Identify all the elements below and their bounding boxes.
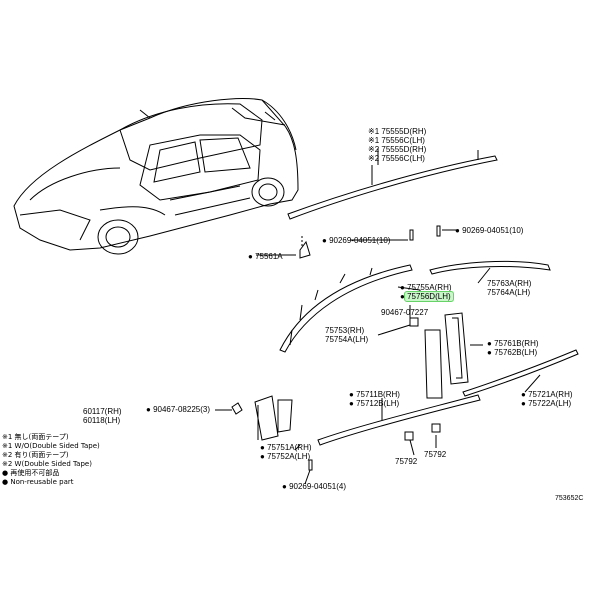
label-75756d-lh: ● 75756D(LH) xyxy=(400,291,454,302)
label-75712b-lh: ● 75712B(LH) xyxy=(349,399,400,408)
figure-reference: 753652C xyxy=(555,495,584,502)
label-75792-b: 75792 xyxy=(424,450,447,459)
label-clip-top: ● 90269-04051(10) xyxy=(455,226,524,235)
car-illustration xyxy=(13,98,299,255)
legend-note-2-en: ※2 W(Double Sided Tape) xyxy=(2,460,92,468)
label-75561a: ● 75561A xyxy=(248,252,283,261)
label-clip-bottom: ● 90269-04051(4) xyxy=(282,482,346,491)
label-75764a-lh: 75764A(LH) xyxy=(487,288,531,297)
legend-note-1: ※1 無し(両面テープ) xyxy=(2,433,69,441)
label-75763a-rh: 75763A(RH) xyxy=(487,279,532,288)
label-75761b-rh: ● 75761B(RH) xyxy=(487,339,539,348)
label-clip-mid: ● 90269-04051(10) xyxy=(322,236,391,245)
label-60117-rh: 60117(RH) xyxy=(83,407,122,416)
label-screw: 90467-07227 xyxy=(381,308,429,317)
label-75752a-lh: ● 75752A(LH) xyxy=(260,452,311,461)
label-75762b-lh: ● 75762B(LH) xyxy=(487,348,538,357)
legend-non-reusable: ● 再使用不可部品 xyxy=(2,469,60,477)
label-75754a-lh: 75754A(LH) xyxy=(325,335,369,344)
legend-non-reusable-en: ● Non-reusable part xyxy=(2,478,74,486)
label-75556c-lh-1: ※1 75556C(LH) xyxy=(368,136,425,145)
label-75711b-rh: ● 75711B(RH) xyxy=(349,390,400,399)
label-75555d-rh-1: ※1 75555D(RH) xyxy=(368,127,427,136)
highlighted-part: 75756D(LH) xyxy=(404,291,454,302)
label-75722a-lh: ● 75722A(LH) xyxy=(521,399,572,408)
label-75753-rh: 75753(RH) xyxy=(325,326,365,335)
label-75755a-rh: ● 75755A(RH) xyxy=(400,283,452,292)
legend-note-2: ※2 有り(両面テープ) xyxy=(2,451,69,459)
label-75751a-rh: ● 75751A(RH) xyxy=(260,443,312,452)
label-60118-lh: 60118(LH) xyxy=(83,416,121,425)
legend-note-1-en: ※1 W/O(Double Sided Tape) xyxy=(2,442,100,450)
label-75555d-rh-2: ※2 75555D(RH) xyxy=(368,145,427,154)
label-75792-a: 75792 xyxy=(395,457,418,466)
label-clip-left: ● 90467-08225(3) xyxy=(146,405,210,414)
label-75556c-lh-2: ※2 75556C(LH) xyxy=(368,154,425,163)
label-75721a-rh: ● 75721A(RH) xyxy=(521,390,573,399)
